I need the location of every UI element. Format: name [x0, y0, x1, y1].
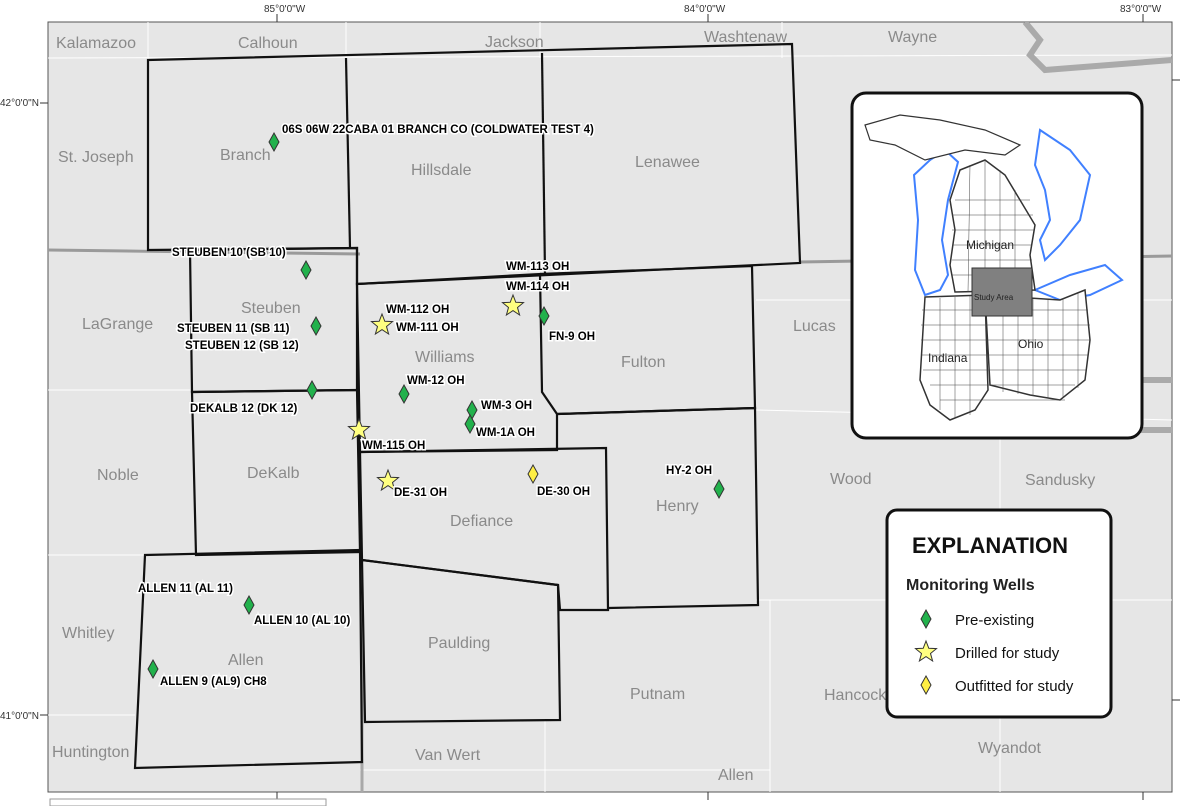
county-label: Hancock — [824, 687, 887, 704]
well-label: WM-115 OH — [362, 440, 425, 452]
study-area-shaded — [971, 267, 1033, 317]
well-label: 06S 06W 22CABA 01 BRANCH CO (COLDWATER T… — [282, 124, 594, 136]
lat-label-42: 42°0'0"N — [0, 98, 39, 109]
paulding-outline — [360, 558, 562, 724]
well-marker-drilled — [347, 417, 371, 441]
county-label: Washtenaw — [704, 29, 787, 46]
county-label: Henry — [656, 498, 699, 515]
well-marker-drilled — [370, 312, 394, 336]
county-label: LaGrange — [82, 316, 153, 333]
well-marker-pre-existing — [306, 379, 318, 401]
county-label: Lenawee — [635, 154, 700, 171]
county-label: Defiance — [450, 513, 513, 530]
inset-label-michigan: Michigan — [966, 238, 1014, 252]
legend-subtitle: Monitoring Wells — [906, 577, 1035, 594]
county-label: Wood — [830, 471, 872, 488]
well-label: STEUBEN 12 (SB 12) — [185, 340, 299, 352]
lat-label-41: 41°0'0"N — [0, 711, 39, 722]
well-marker-pre-existing — [538, 305, 550, 327]
well-markers — [147, 131, 725, 680]
lon-label-84: 84°0'0"W — [684, 4, 726, 15]
well-label: WM-112 OH — [386, 304, 449, 316]
well-marker-pre-existing — [300, 259, 312, 281]
lon-label-85: 85°0'0"W — [264, 4, 306, 15]
well-label: DE-31 OH — [394, 487, 447, 499]
well-marker-pre-existing — [398, 383, 410, 405]
county-label: Williams — [415, 349, 475, 366]
henry-outline — [556, 406, 760, 610]
county-label: Calhoun — [238, 35, 298, 52]
well-label: WM-113 OH — [506, 261, 569, 273]
county-label: Lucas — [793, 318, 836, 335]
well-label: WM-3 OH — [481, 400, 532, 412]
well-label: ALLEN 10 (AL 10) — [254, 615, 350, 627]
well-label: DE-30 OH — [537, 486, 590, 498]
allen-in-outline — [133, 548, 364, 770]
well-marker-pre-existing — [464, 413, 476, 435]
county-label: Jackson — [485, 34, 544, 51]
county-label: Kalamazoo — [56, 35, 136, 52]
well-marker-drilled — [501, 293, 525, 317]
legend-box — [885, 508, 1113, 719]
county-label: Allen — [228, 652, 264, 669]
county-labels: Kalamazoo Calhoun Jackson Washtenaw Wayn… — [52, 29, 1095, 784]
ohio-shape — [984, 288, 1091, 401]
legend-title: EXPLANATION — [912, 533, 1068, 558]
well-labels: 06S 06W 22CABA 01 BRANCH CO (COLDWATER T… — [137, 123, 714, 690]
inset-label-indiana: Indiana — [928, 351, 968, 365]
county-label: Putnam — [630, 686, 685, 703]
county-label: DeKalb — [247, 465, 300, 482]
well-label: STEUBEN 10 (SB 10) — [172, 247, 286, 259]
county-label: Huntington — [52, 744, 129, 761]
well-label: DEKALB 12 (DK 12) — [190, 403, 298, 415]
county-label: Sandusky — [1025, 472, 1095, 489]
well-marker-pre-existing — [713, 478, 725, 500]
well-marker-pre-existing — [268, 131, 280, 153]
inset-label-study-area: Study Area — [974, 293, 1014, 302]
county-label: Hillsdale — [411, 162, 472, 179]
well-label: WM-114 OH — [506, 281, 569, 293]
well-marker-pre-existing — [310, 315, 322, 337]
legend-drilled-label: Drilled for study — [955, 645, 1060, 662]
legend-pre-existing-icon — [920, 608, 932, 630]
county-label: Fulton — [621, 354, 665, 371]
well-label: FN-9 OH — [549, 331, 595, 343]
well-marker-outfitted — [527, 463, 539, 485]
well-label: ALLEN 9 (AL9) CH8 — [160, 676, 267, 688]
study-county-outlines — [133, 42, 802, 770]
county-label: Allen — [718, 767, 754, 784]
county-label: Branch — [220, 147, 271, 164]
well-label: WM-111 OH — [396, 322, 459, 334]
well-marker-pre-existing — [147, 658, 159, 680]
lake-shore — [1022, 22, 1172, 74]
county-label: Van Wert — [415, 747, 481, 764]
lon-label-83: 83°0'0"W — [1120, 4, 1162, 15]
legend-drilled-icon — [914, 639, 938, 663]
well-label: ALLEN 11 (AL 11) — [138, 583, 233, 595]
legend-pre-existing-label: Pre-existing — [955, 612, 1034, 629]
scale-bar — [49, 798, 327, 806]
well-label: HY-2 OH — [666, 465, 712, 477]
inset-map: Michigan Study Area Indiana Ohio — [850, 91, 1144, 440]
county-label: Paulding — [428, 635, 490, 652]
legend-outfitted-label: Outfitted for study — [955, 678, 1074, 695]
county-label: St. Joseph — [58, 149, 134, 166]
well-label: STEUBEN 11 (SB 11) — [177, 323, 290, 335]
upper-peninsula — [864, 114, 1022, 161]
county-label: Whitley — [62, 625, 114, 642]
well-label: WM-12 OH — [407, 375, 465, 387]
county-label: Steuben — [241, 300, 301, 317]
lake-huron — [1033, 128, 1092, 262]
well-marker-pre-existing — [243, 594, 255, 616]
county-label: Noble — [97, 467, 139, 484]
inset-label-ohio: Ohio — [1018, 337, 1044, 351]
legend-outfitted-icon — [920, 674, 932, 696]
well-marker-drilled — [376, 468, 400, 492]
county-label: Wayne — [888, 29, 937, 46]
county-label: Wyandot — [978, 740, 1042, 757]
well-label: WM-1A OH — [476, 427, 535, 439]
legend: EXPLANATION Monitoring Wells Pre-existin… — [885, 508, 1113, 719]
